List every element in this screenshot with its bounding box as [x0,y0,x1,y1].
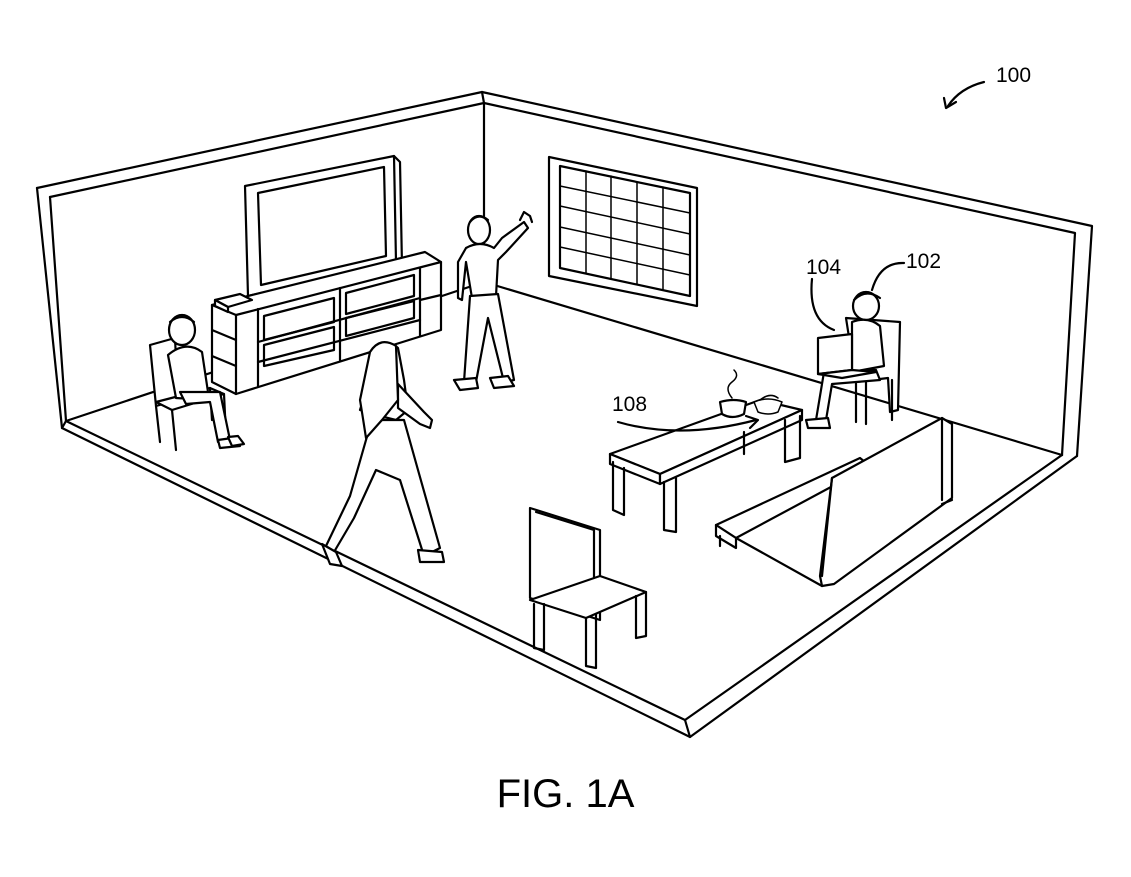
reference-label-102: 102 [906,250,942,273]
reference-label-100: 100 [996,64,1032,87]
walking-woman [320,341,446,568]
entertainment-center [210,250,443,396]
window [547,155,699,308]
foreground-chair [528,506,648,670]
television [243,154,404,298]
seated-person-left [148,313,246,452]
gesturing-person [452,210,534,392]
room-walls [35,90,1094,739]
ref-102-leader [870,261,906,292]
reference-label-108: 108 [612,393,648,416]
ref-100-arrow [946,80,986,108]
figure-caption: FIG. 1A [496,772,635,816]
ref-104-leader [810,277,836,332]
sofa [714,416,954,588]
leader-lines [616,80,986,432]
reference-label-104: 104 [806,256,842,279]
seated-person-with-laptop [804,290,902,430]
ref-108-arrow [616,418,758,432]
